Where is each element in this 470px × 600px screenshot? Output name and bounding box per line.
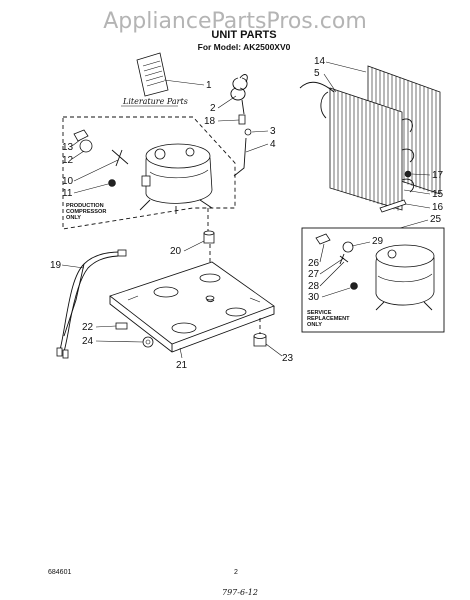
callout-17: 17 [432, 170, 444, 181]
model-line: For Model: AK2500XV0 [198, 42, 291, 52]
callout-3: 3 [270, 126, 276, 137]
service-note-3: ONLY [307, 322, 322, 328]
callout-20: 20 [170, 246, 182, 257]
callout-4: 4 [270, 139, 276, 150]
callout-5: 5 [314, 68, 320, 79]
page-number: 2 [234, 569, 238, 576]
compressor-production-illustration [139, 143, 213, 214]
callout-10: 10 [62, 176, 74, 187]
service-note-1: SERVICE [307, 310, 332, 316]
compressor-service-illustration [375, 244, 435, 311]
capillary-coil-illustration [230, 74, 248, 115]
literature-label: Literature Parts [122, 97, 188, 106]
handwritten-note: 797-6-12 [222, 588, 258, 597]
callout-29: 29 [372, 236, 384, 247]
callout-22: 22 [82, 322, 94, 333]
callout-25: 25 [430, 214, 442, 225]
callout-14: 14 [314, 56, 326, 67]
base-pan-illustration [109, 261, 275, 353]
callout-19: 19 [50, 260, 62, 271]
wire-harness-illustration [56, 249, 127, 359]
production-note-1: PRODUCTION [66, 203, 104, 209]
production-note-2: COMPRESSOR [66, 209, 106, 215]
clip-illustration [111, 149, 129, 167]
page-title: UNIT PARTS [211, 29, 276, 41]
literature-parts-illustration [136, 52, 169, 97]
callout-16: 16 [432, 202, 444, 213]
callout-23: 23 [282, 353, 294, 364]
service-replacement-box [301, 227, 445, 333]
callout-18: 18 [204, 116, 216, 127]
overload-protector-illustration [73, 129, 93, 153]
callout-15: 15 [432, 189, 444, 200]
callout-12: 12 [62, 155, 74, 166]
callout-27: 27 [308, 269, 320, 280]
production-note-3: ONLY [66, 215, 81, 221]
callout-26: 26 [308, 258, 320, 269]
callout-13: 13 [62, 142, 74, 153]
production-compressor-boundary [62, 116, 236, 230]
footer-code: 684601 [48, 569, 71, 576]
condenser-coil-illustration [299, 65, 441, 211]
service-note-2: REPLACEMENT [307, 316, 350, 322]
callout-2: 2 [210, 103, 216, 114]
callout-11: 11 [62, 188, 73, 199]
callout-21: 21 [176, 360, 188, 371]
callout-24: 24 [82, 336, 94, 347]
callout-28: 28 [308, 281, 320, 292]
callout-30: 30 [308, 292, 320, 303]
callout-1: 1 [206, 80, 212, 91]
watermark: AppliancePartsPros.com [103, 9, 367, 34]
service-protector-illustration [315, 233, 358, 290]
